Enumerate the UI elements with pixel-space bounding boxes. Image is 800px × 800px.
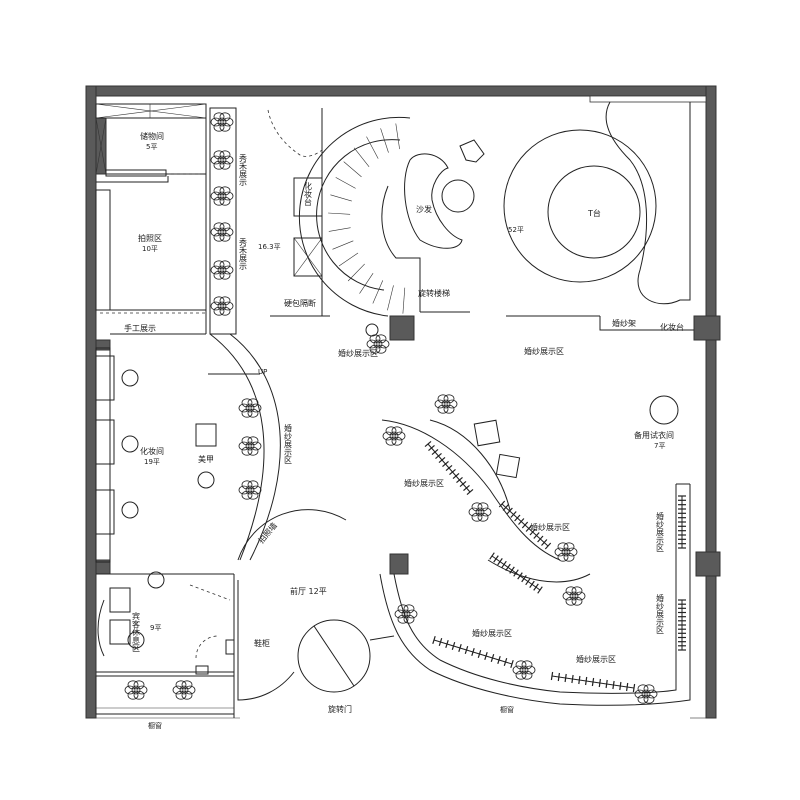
label-sofa: 沙发 [416, 204, 432, 214]
dress-figures [124, 112, 658, 704]
dress-figure [210, 150, 234, 170]
label-wedding-display-6: 婚纱展示区 [656, 511, 665, 552]
label-wedding-display-4: 婚纱展示区 [404, 478, 444, 488]
dress-figure [238, 436, 262, 456]
dress-figure [210, 112, 234, 132]
label-foyer: 前厅 12平 [290, 586, 327, 596]
dress-figure [210, 186, 234, 206]
label-up: UP [258, 368, 267, 376]
dress-figure [172, 680, 196, 700]
dress-figure [210, 260, 234, 280]
dress-figure [124, 680, 148, 700]
label-show-window-bottom: 橱窗 [500, 705, 514, 714]
label-dress-rack: 婚纱架 [612, 318, 636, 328]
label-revolving-door: 旋转门 [328, 704, 352, 714]
clothing-rack [424, 440, 474, 496]
stair-tread [372, 280, 384, 304]
label-manicure: 美甲 [198, 454, 214, 464]
label-handcraft: 手工展示 [124, 323, 156, 333]
label-t-stage: T台 [587, 208, 601, 218]
stair-tread [366, 136, 379, 159]
label-wedding-display-9: 婚纱展示区 [576, 654, 616, 664]
dress-figure [512, 660, 536, 680]
label-spiral-stairs: 旋转楼梯 [418, 288, 450, 298]
clothing-rack [550, 671, 636, 693]
dress-figure [554, 542, 578, 562]
label-wedding-display-2: 婚纱展示区 [524, 346, 564, 356]
label-xiuhe-1: 秀禾展示 [239, 153, 248, 186]
dress-figure [382, 426, 406, 446]
label-fitting-room: 备用试衣间 [634, 430, 674, 440]
stair-tread [343, 161, 362, 178]
center-top-rooms [267, 108, 330, 317]
stair-tread [338, 252, 359, 267]
label-photo-wall: 拍照墙 [256, 520, 279, 545]
stair-tread [359, 273, 374, 294]
label-wedding-display-3: 婚纱展示区 [284, 423, 293, 464]
stair-tread [332, 240, 354, 250]
label-show-window-left: 橱窗 [148, 721, 162, 730]
label-shoe-cabinet: 鞋柜 [254, 638, 270, 648]
dress-figure [468, 502, 492, 522]
label-wedding-display-5: 婚纱展示区 [530, 522, 570, 532]
stair-tread [402, 287, 406, 314]
label-makeup-room: 化妆间 [140, 446, 164, 456]
label-t-stage-area: 52平 [508, 226, 524, 234]
stair-tread [353, 147, 370, 167]
dress-figure [210, 222, 234, 242]
label-wedding-display-8: 婚纱展示区 [472, 628, 512, 638]
clothing-rack [678, 495, 686, 549]
clothing-rack [498, 500, 552, 550]
label-guest-lounge-area: 9平 [150, 624, 161, 632]
stair-tread [330, 194, 352, 202]
xiuhe-display [209, 107, 237, 335]
room-labels: 储物间 5平 拍照区 10平 手工展示 化妆间 19平 美甲 宾客休息区 9平 … [124, 131, 684, 730]
label-vanity-1: 化妆台 [304, 181, 313, 207]
label-photo: 拍照区 [138, 233, 162, 243]
label-soft-partition: 硬包隔断 [284, 298, 316, 308]
t-stage [503, 101, 694, 331]
label-wedding-display-7: 婚纱展示区 [656, 593, 665, 634]
clothing-rack [678, 599, 686, 651]
label-storage: 储物间 [140, 131, 164, 141]
clothing-rack [432, 636, 514, 668]
stair-tread [347, 263, 365, 282]
dress-figure [210, 296, 234, 316]
label-photo-area: 10平 [142, 245, 158, 253]
stair-tread [328, 212, 351, 215]
dress-figure [238, 480, 262, 500]
stair-tread [335, 177, 356, 189]
label-fitting-room-area: 7平 [654, 442, 665, 450]
dress-figure [238, 398, 262, 418]
label-xiuhe-2: 秀禾展示 [239, 237, 248, 270]
stair-tread [387, 285, 394, 311]
label-storage-area: 5平 [146, 143, 157, 151]
outer-walls [85, 85, 721, 719]
spiral-stairs [298, 116, 485, 317]
dress-figure [634, 684, 658, 704]
clothing-racks [424, 440, 686, 693]
stair-tread [395, 123, 400, 150]
label-makeup-room-area: 19平 [144, 458, 160, 466]
dress-figure [434, 394, 458, 414]
label-guest-lounge: 宾客休息区 [132, 611, 141, 652]
partitions [209, 333, 691, 706]
left-rooms [95, 103, 260, 718]
dress-figure [394, 604, 418, 624]
dress-figure [366, 334, 390, 354]
clothing-rack [489, 552, 543, 594]
dress-figure [562, 586, 586, 606]
display-furniture [365, 323, 679, 479]
stair-tread [328, 227, 351, 232]
label-xiuhe-area: 16.3平 [258, 243, 281, 251]
stair-tread [380, 128, 389, 153]
label-wedding-display-1: 婚纱展示区 [338, 348, 378, 358]
label-vanity-2: 化妆台 [660, 322, 684, 332]
